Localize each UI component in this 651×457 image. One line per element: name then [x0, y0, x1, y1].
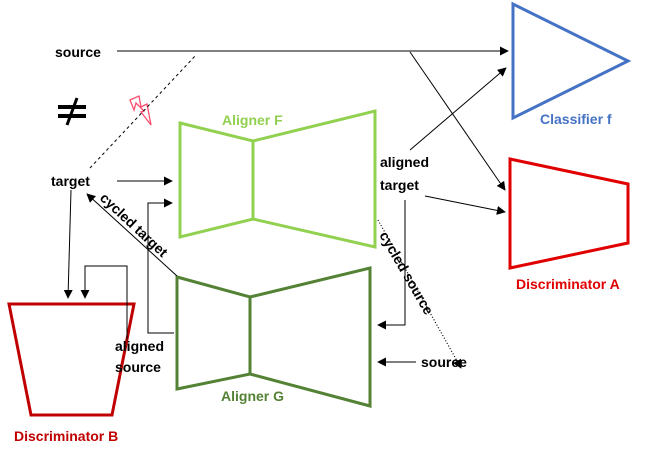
arrow-cycled-source [377, 219, 462, 369]
arrow-aligned-source-to-aligner-f [147, 198, 174, 334]
source-top-label: source [55, 44, 101, 60]
lightning-icon [129, 95, 152, 126]
classifier-f-shape [511, 1, 632, 121]
arrow-cycled-target [86, 193, 178, 277]
aligner-f-shape [178, 109, 377, 249]
arrow-source-to-discriminator-a [409, 51, 506, 191]
target-label: target [51, 173, 90, 189]
arrow-aligned-target-to-classifier [409, 67, 507, 151]
dashed-target-source-link [89, 54, 197, 169]
aligner-f-label: Aligner F [222, 112, 283, 128]
discriminator-b-label: Discriminator B [14, 428, 118, 444]
arrow-aligned-target-to-aligner-g [377, 200, 406, 330]
aligner-g-shape [175, 266, 372, 408]
discriminator-a-shape [508, 157, 630, 270]
aligned-source-label-line1: aligned [115, 338, 164, 354]
aligner-g-label: Aligner G [221, 388, 284, 404]
aligned-target-label-line1: aligned [380, 154, 429, 170]
classifier-f-label: Classifier f [540, 111, 612, 127]
aligned-target-label-line2: target [380, 177, 419, 193]
aligned-source-label-line2: source [115, 359, 161, 375]
arrow-aligned-target-to-discriminator-a [424, 195, 506, 215]
arrow-target-to-discriminator-b [63, 189, 73, 299]
not-equal-icon [58, 97, 86, 126]
arrow-aligned-source-to-discriminator-b [80, 265, 128, 340]
cycled-target-label: cycled target [97, 189, 171, 260]
discriminator-b-shape [7, 302, 136, 417]
discriminator-a-label: Discriminator A [516, 276, 620, 292]
cycled-source-label: cycled source [376, 229, 437, 318]
source-bottom-label: source [421, 354, 467, 370]
